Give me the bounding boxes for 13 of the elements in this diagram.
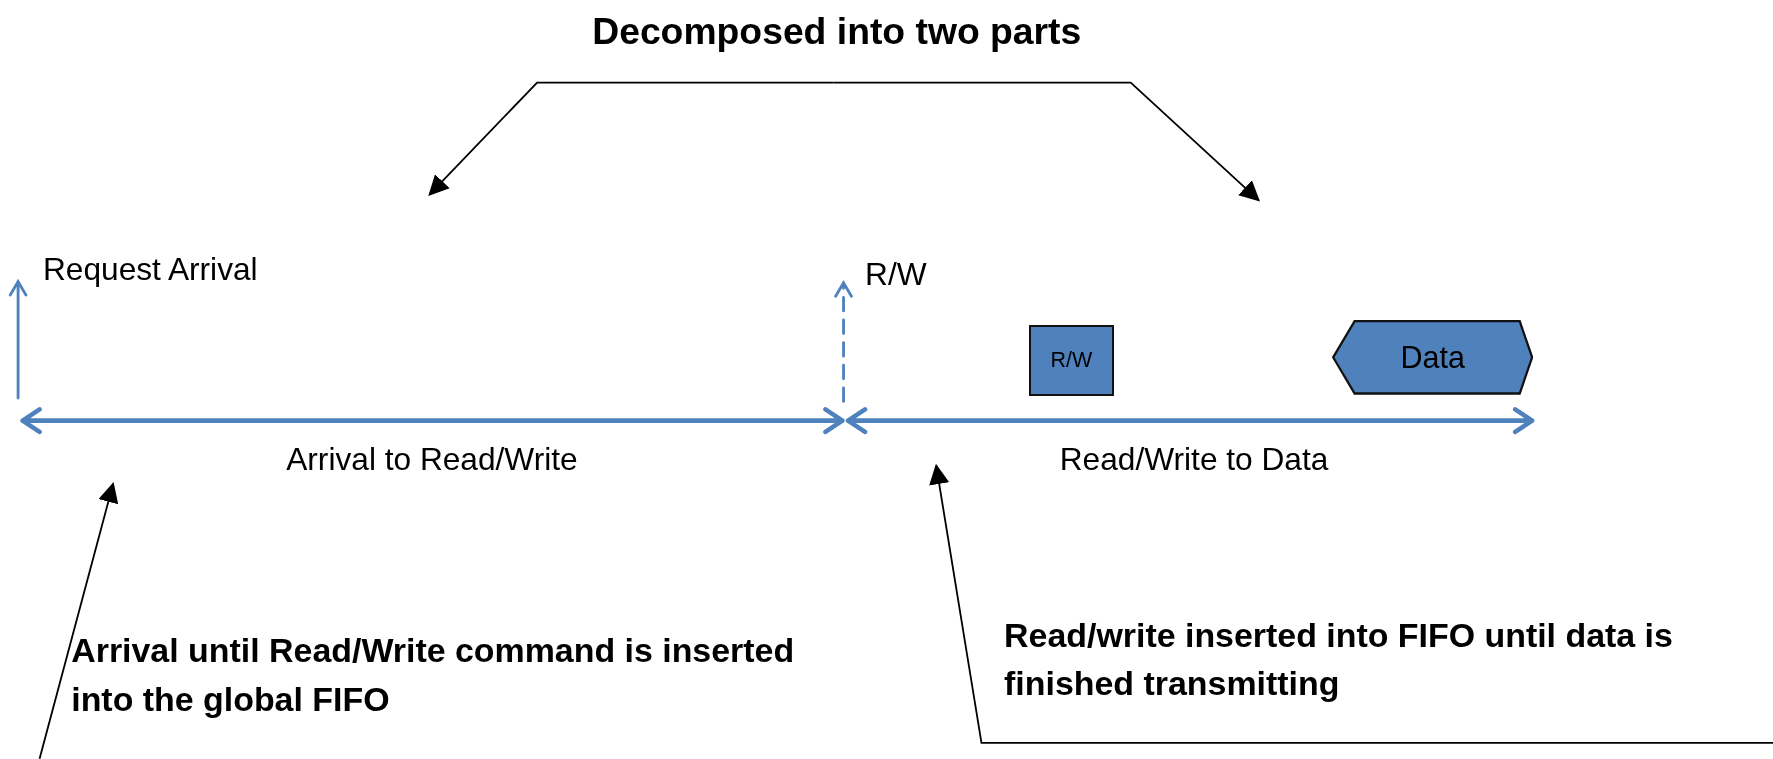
arrow — [832, 81, 1260, 202]
timeline-label: Arrival to Read/Write — [286, 441, 578, 478]
command-box: R/W — [1028, 324, 1114, 396]
data-hexagon: Data — [1332, 320, 1534, 395]
timeline-label: Request Arrival — [42, 251, 258, 288]
annotation-text: Arrival until Read/Write command is inserted into the global FIFO — [71, 630, 796, 721]
annotation-text: Read/write inserted into FIFO until data is finished transmitting — [1004, 614, 1674, 705]
arrow — [428, 81, 835, 196]
arrow — [38, 482, 119, 759]
timeline-label: Read/Write to Data — [1059, 441, 1329, 478]
arrow — [929, 463, 1773, 744]
heading-text: Decomposed into two parts — [591, 9, 1083, 55]
timeline-label: R/W — [865, 255, 927, 293]
